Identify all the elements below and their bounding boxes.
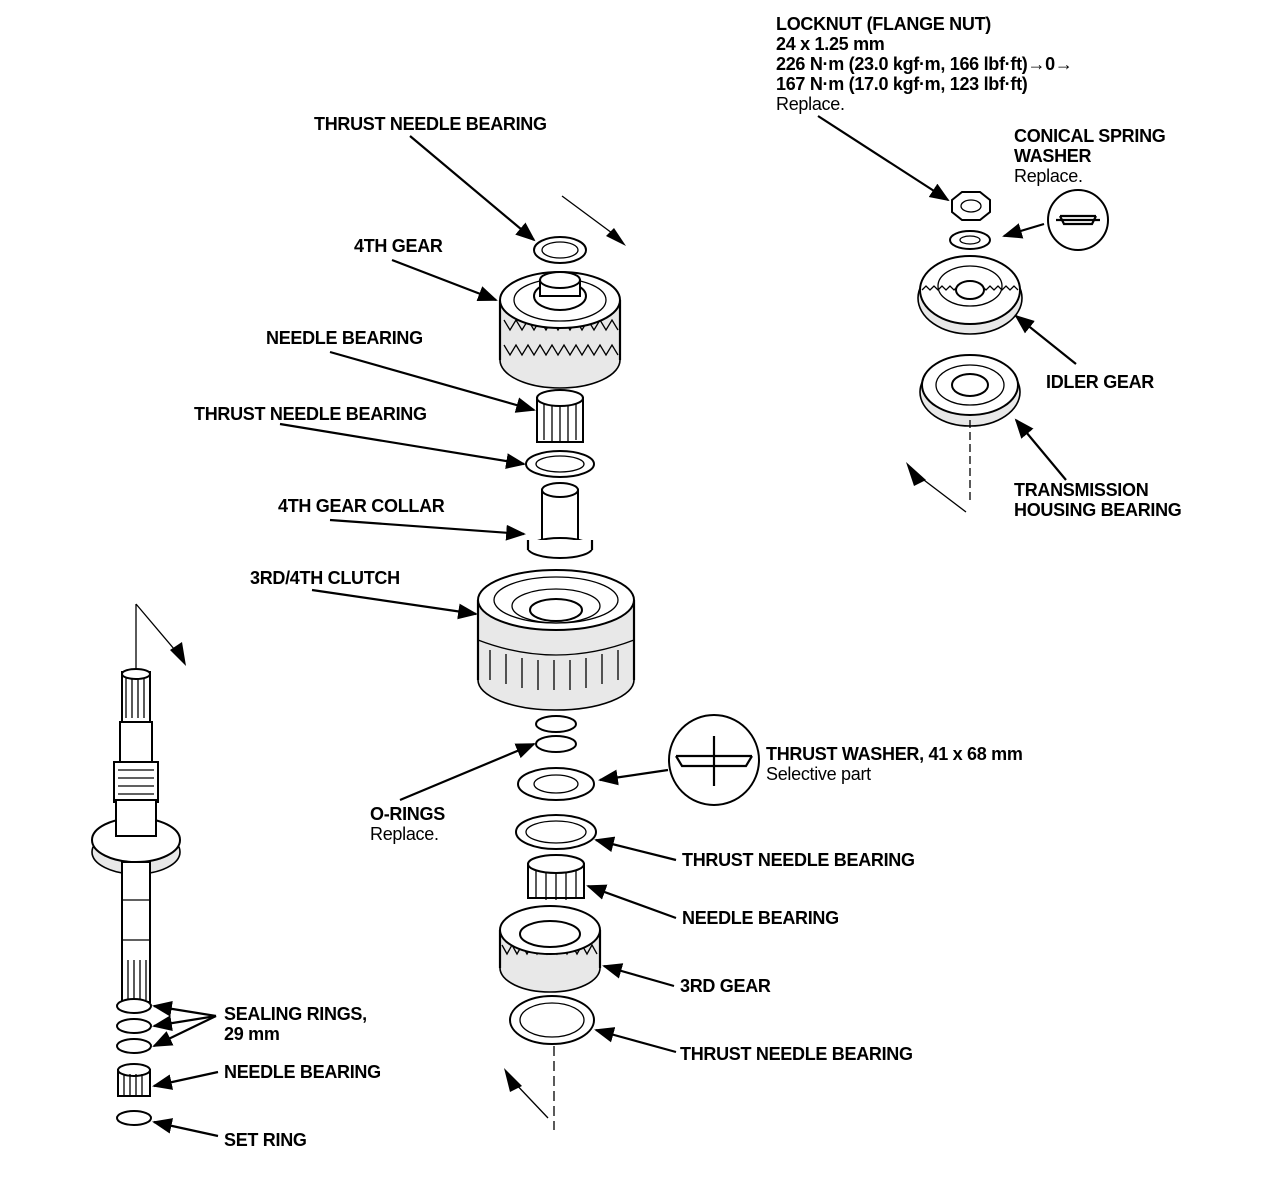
gear-4th-label: 4TH GEAR (354, 236, 443, 256)
clutch-3rd-4th-label: 3RD/4TH CLUTCH (250, 568, 400, 588)
thrust-washer-note: Selective part (766, 764, 871, 784)
main-shaft-stack (476, 195, 760, 1130)
gear-3rd-label: 3RD GEAR (680, 976, 771, 996)
conical-spring-washer-title-1: CONICAL SPRING (1014, 126, 1166, 146)
needle-bearing-lower-label: NEEDLE BEARING (224, 1062, 381, 1082)
conical-spring-washer-title-2: WASHER (1014, 146, 1092, 166)
o-rings-note: Replace. (370, 824, 439, 844)
o-rings-label: O-RINGS Replace. (370, 804, 445, 844)
sealing-rings-label: SEALING RINGS, 29 mm (224, 1004, 367, 1044)
sealing-rings-size: 29 mm (224, 1024, 280, 1044)
transmission-housing-bearing-label: TRANSMISSION HOUSING BEARING (1014, 480, 1182, 520)
o-rings-title: O-RINGS (370, 804, 445, 824)
gear-collar-4th-label: 4TH GEAR COLLAR (278, 496, 445, 516)
locknut-note: Replace. (776, 94, 845, 114)
locknut-torque-2: 167 N·m (17.0 kgf·m, 123 lbf·ft) (776, 74, 1028, 94)
thrust-needle-bearing-bottom-label: THRUST NEEDLE BEARING (680, 1044, 913, 1064)
locknut-size: 24 x 1.25 mm (776, 34, 885, 54)
conical-spring-washer-label: CONICAL SPRING WASHER Replace. (1014, 126, 1166, 186)
sealing-rings-title: SEALING RINGS, (224, 1004, 367, 1024)
idler-gear-label: IDLER GEAR (1046, 372, 1155, 392)
transmission-housing-bearing-title-2: HOUSING BEARING (1014, 500, 1182, 520)
set-ring-label: SET RING (224, 1130, 307, 1150)
thrust-washer-title: THRUST WASHER, 41 x 68 mm (766, 744, 1023, 764)
needle-bearing-upper-label: NEEDLE BEARING (266, 328, 423, 348)
transmission-housing-bearing-title-1: TRANSMISSION (1014, 480, 1149, 500)
locknut-label: LOCKNUT (FLANGE NUT) 24 x 1.25 mm 226 N·… (776, 14, 1073, 114)
locknut-title: LOCKNUT (FLANGE NUT) (776, 14, 991, 34)
thrust-needle-bearing-2-label: THRUST NEEDLE BEARING (194, 404, 427, 424)
thrust-needle-bearing-top-label: THRUST NEEDLE BEARING (314, 114, 547, 134)
locknut-torque-1: 226 N·m (23.0 kgf·m, 166 lbf·ft)→0→ (776, 54, 1073, 74)
conical-spring-washer-note: Replace. (1014, 166, 1083, 186)
thrust-washer-label: THRUST WASHER, 41 x 68 mm Selective part (766, 744, 1023, 784)
leader-lines (152, 115, 1077, 1138)
thrust-needle-bearing-3-label: THRUST NEEDLE BEARING (682, 850, 915, 870)
needle-bearing-middle-label: NEEDLE BEARING (682, 908, 839, 928)
idler-gear-assembly (906, 189, 1109, 513)
mainshaft (91, 603, 186, 1126)
